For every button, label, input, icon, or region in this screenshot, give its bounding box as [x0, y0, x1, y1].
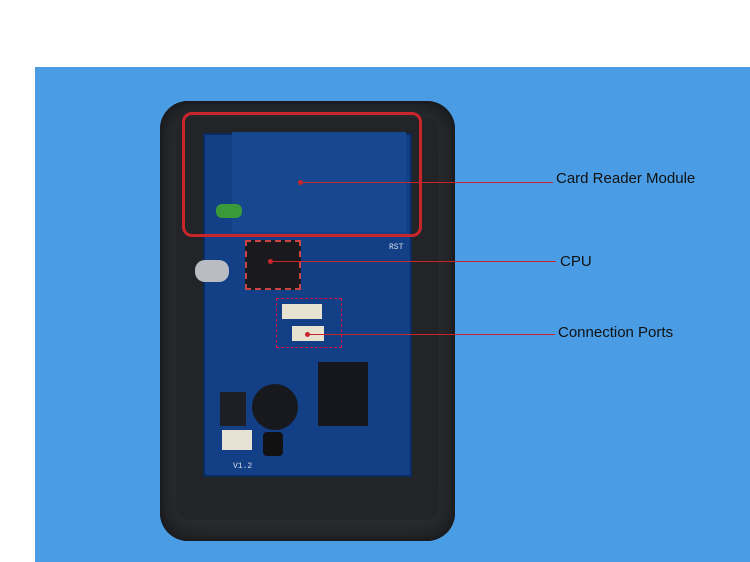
buzzer-component	[252, 384, 298, 430]
pcb-rst-label: RST	[389, 243, 404, 252]
cpu-chip	[245, 240, 301, 290]
crystal-oscillator	[195, 260, 229, 282]
connection-ports-highlight	[276, 298, 342, 348]
power-terminal	[222, 430, 252, 450]
card-reader-module-label: Card Reader Module	[556, 170, 696, 187]
cpu-label: CPU	[560, 253, 592, 270]
electrolytic-capacitor	[263, 432, 283, 456]
cpu-callout-line	[270, 261, 556, 262]
relay-component	[318, 362, 368, 426]
card-reader-callout-line	[300, 182, 553, 183]
green-capacitor	[216, 204, 242, 218]
rfid-antenna-coil	[182, 112, 422, 237]
pcb-version-label: V1.2	[233, 462, 253, 471]
connection-ports-label: Connection Ports	[558, 324, 674, 341]
ports-callout-line	[307, 334, 555, 335]
connector-port-1	[282, 304, 322, 319]
voltage-regulator	[220, 392, 246, 426]
